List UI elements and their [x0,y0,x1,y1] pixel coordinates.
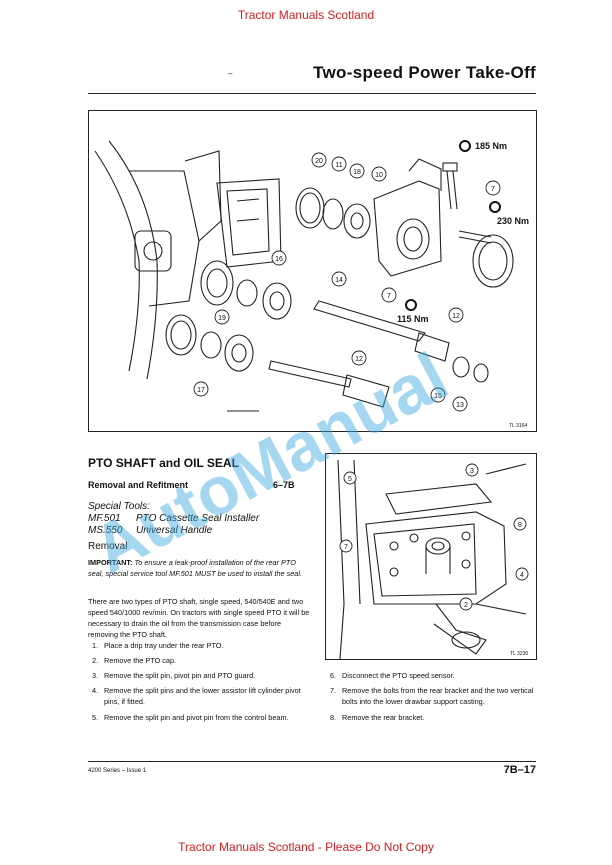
callout-15: 15 [434,393,442,400]
removal-label: Removal [88,541,128,552]
figure2-ref: TL 3230 [510,651,528,657]
tool-code: MS.550 [88,525,123,536]
callout-7: 7 [491,186,495,193]
step-item: 6. Disconnect the PTO speed sensor. [330,670,538,681]
step-text: Place a drip tray under the rear PTO. [104,641,224,650]
step-item: 3. Remove the split pin, pivot pin and PT… [92,670,312,681]
callout-12-right: 12 [452,313,460,320]
bottom-banner: Tractor Manuals Scotland - Please Do Not… [178,840,434,854]
step-number: 3. [92,671,99,680]
step-item: 7. Remove the bolts from the rear bracket… [330,685,538,709]
step-item: 2. Remove the PTO cap. [92,655,312,666]
step-number: 1. [92,641,99,650]
section-code: 6–7B [273,480,295,490]
step-text: Disconnect the PTO speed sensor. [342,671,455,680]
rear-bracket-svg: 5 3 8 7 4 2 TL 3230 [337,459,529,660]
rear-bracket-diagram: 5 3 8 7 4 2 TL 3230 [325,453,537,660]
callout-10: 10 [375,172,383,179]
page-title: Two-speed Power Take-Off [313,63,536,82]
step-text: Remove the PTO cap. [104,656,177,665]
callout-19: 19 [218,315,226,322]
tool-row: MS.550 Universal Handle [88,525,212,536]
step-text: Remove the split pins and the lower assi… [104,686,301,706]
callout-7-lower: 7 [387,293,391,300]
exploded-pto-diagram: 20 11 18 10 7 16 14 19 12 17 15 13 7 12 … [88,110,537,432]
title-rule [88,93,536,94]
section-subtitle: Removal and Refitment [88,480,189,490]
header-dash: – [228,69,233,78]
special-tools-heading: Special Tools: [88,501,150,512]
step-text: Remove the split pin and pivot pin from … [104,713,289,722]
intro-paragraph: There are two types of PTO shaft, single… [88,597,310,639]
step-number: 4. [92,686,99,695]
step-number: 5. [92,713,99,722]
callout-7: 7 [344,544,348,551]
tool-name: PTO Cassette Seal Installer [136,513,260,524]
callout-16: 16 [275,256,283,263]
step-item: 8. Remove the rear bracket. [330,712,538,723]
step-text: Remove the rear bracket. [342,713,425,722]
callout-5: 5 [348,476,352,483]
step-number: 6. [330,671,337,680]
section-title: PTO SHAFT and OIL SEAL [88,456,239,470]
tool-code: MF.501 [88,513,121,524]
step-text: Remove the bolts from the rear bracket a… [342,686,534,706]
figure1-ref: TL 3164 [509,423,527,429]
important-text: To ensure a leak-proof installation of t… [88,558,303,578]
torque-115: 115 Nm [397,314,429,324]
footer-issue: 4200 Series – Issue 1 [88,768,147,774]
callout-20: 20 [315,158,323,165]
callout-18: 18 [353,169,361,176]
step-number: 2. [92,656,99,665]
step-number: 8. [330,713,337,722]
callout-2: 2 [464,602,468,609]
torque-185: 185 Nm [475,141,507,151]
torque-230: 230 Nm [497,216,529,226]
step-item: 1. Place a drip tray under the rear PTO. [92,640,312,651]
important-label: IMPORTANT: [88,558,133,567]
step-item: 5. Remove the split pin and pivot pin fro… [92,712,312,736]
tool-name: Universal Handle [136,525,213,536]
footer-rule [88,761,536,762]
callout-17: 17 [197,387,205,394]
top-banner: Tractor Manuals Scotland [237,8,375,22]
exploded-pto-svg: 20 11 18 10 7 16 14 19 12 17 15 13 7 12 … [94,140,529,429]
callout-13: 13 [456,402,464,409]
callout-4: 4 [520,572,524,579]
tool-row: MF.501 PTO Cassette Seal Installer [88,513,259,524]
step-number: 7. [330,686,337,695]
callout-8: 8 [518,522,522,529]
callout-11: 11 [335,162,342,169]
step-item: 4. Remove the split pins and the lower as… [92,685,312,709]
important-note: IMPORTANT: To ensure a leak-proof instal… [88,557,313,579]
step-text: Remove the split pin, pivot pin and PTO … [104,671,256,680]
callout-3: 3 [470,468,474,475]
callout-14: 14 [335,277,343,284]
callout-12: 12 [355,356,363,363]
page-number: 7B–17 [503,764,536,776]
